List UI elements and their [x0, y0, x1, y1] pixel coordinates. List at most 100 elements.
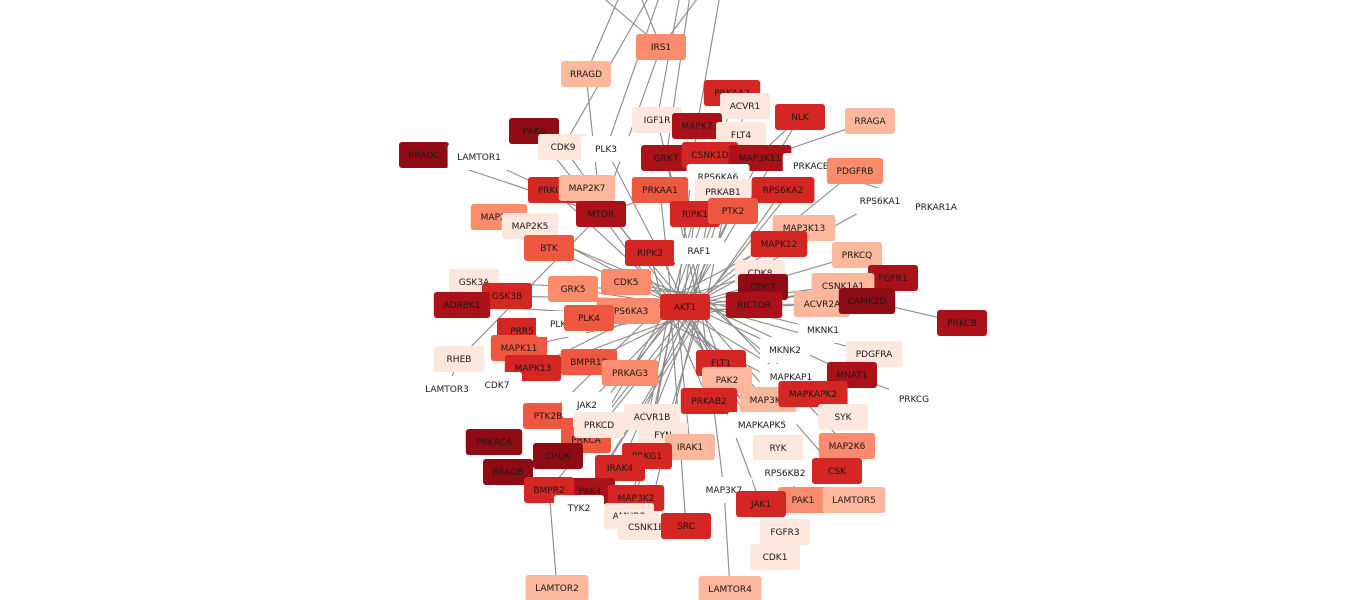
node-map2k7[interactable]: MAP2K7 — [558, 175, 616, 201]
node-map2k5[interactable]: MAP2K5 — [501, 213, 559, 239]
node-src[interactable]: SRC — [661, 513, 711, 539]
node-jak1[interactable]: JAK1 — [736, 491, 786, 517]
node-prkcb[interactable]: PRKCB — [937, 310, 987, 336]
node-rraga[interactable]: RRAGA — [845, 108, 895, 134]
node-cdk9[interactable]: CDK9 — [538, 134, 588, 160]
node-pak1[interactable]: PAK1 — [778, 487, 828, 513]
node-mtor[interactable]: MTOR — [576, 201, 626, 227]
node-pdgfrb[interactable]: PDGFRB — [826, 158, 884, 184]
node-prkag3[interactable]: PRKAG3 — [601, 360, 659, 386]
node-lamtor5[interactable]: LAMTOR5 — [822, 487, 886, 513]
node-rragc[interactable]: RRAGC — [399, 142, 449, 168]
node-label: LAMTOR3 — [425, 385, 469, 395]
node-rheb[interactable]: RHEB — [434, 346, 484, 372]
node-prkaca[interactable]: PRKACA — [465, 429, 523, 455]
node-nlk[interactable]: NLK — [775, 104, 825, 130]
node-prkacb[interactable]: PRKACB — [782, 153, 840, 179]
node-box — [581, 136, 631, 162]
node-label: MAP2K6 — [829, 442, 866, 452]
node-ripk1[interactable]: RIPK1 — [670, 201, 720, 227]
node-rps6kb2[interactable]: RPS6KB2 — [753, 460, 817, 486]
node-cdk5[interactable]: CDK5 — [601, 269, 651, 295]
node-mapk12[interactable]: MAPK12 — [750, 231, 808, 257]
node-pdgfra[interactable]: PDGFRA — [845, 341, 903, 367]
node-camk2d[interactable]: CAMK2D — [838, 288, 896, 314]
node-mknk2[interactable]: MKNK2 — [760, 337, 810, 363]
node-box — [415, 376, 479, 402]
node-box — [750, 544, 800, 570]
node-ryk[interactable]: RYK — [753, 435, 803, 461]
node-tyk2[interactable]: TYK2 — [554, 495, 604, 521]
node-cdk7[interactable]: CDK7 — [472, 372, 522, 398]
node-label: MNAT1 — [836, 371, 867, 381]
node-label: RRAGA — [854, 117, 886, 127]
node-rictor[interactable]: RICTOR — [725, 292, 783, 318]
node-btk[interactable]: BTK — [524, 235, 574, 261]
node-grk7[interactable]: GRK7 — [641, 145, 691, 171]
node-rragb[interactable]: RRAGB — [483, 459, 533, 485]
node-prkaa1[interactable]: PRKAA1 — [631, 177, 689, 203]
node-irs1[interactable]: IRS1 — [636, 34, 686, 60]
node-prkar1a[interactable]: PRKAR1A — [904, 194, 968, 220]
node-prkcq[interactable]: PRKCQ — [832, 242, 882, 268]
node-label: RRAGC — [408, 151, 439, 161]
node-label: IRS1 — [651, 43, 671, 53]
node-lamtor3[interactable]: LAMTOR3 — [415, 376, 479, 402]
node-label: RPS6KA6 — [698, 173, 739, 183]
node-rragd[interactable]: RRAGD — [561, 61, 611, 87]
node-raf1[interactable]: RAF1 — [674, 238, 724, 264]
edge-mnat1-core — [681, 294, 853, 376]
node-lamtor4[interactable]: LAMTOR4 — [698, 576, 762, 600]
node-ptk2b[interactable]: PTK2B — [523, 403, 573, 429]
node-cdk1[interactable]: CDK1 — [750, 544, 800, 570]
node-box — [465, 429, 523, 455]
node-prkcd[interactable]: PRKCD — [574, 412, 624, 438]
node-label: RPS6KB2 — [765, 469, 806, 479]
node-mapkapk5[interactable]: MAPKAPK5 — [727, 412, 797, 438]
node-jak2[interactable]: JAK2 — [562, 392, 612, 418]
node-lamtor1[interactable]: LAMTOR1 — [447, 144, 511, 170]
node-flt4[interactable]: FLT4 — [716, 122, 766, 148]
node-mapk7[interactable]: MAPK7 — [672, 113, 722, 139]
node-prkab2[interactable]: PRKAB2 — [680, 388, 738, 414]
node-box — [523, 403, 573, 429]
node-csk[interactable]: CSK — [812, 458, 862, 484]
node-acvr1[interactable]: ACVR1 — [720, 93, 770, 119]
node-label: PRKACA — [476, 438, 513, 448]
node-plk4[interactable]: PLK4 — [564, 305, 614, 331]
node-adrbk1[interactable]: ADRBK1 — [433, 292, 491, 318]
node-grk5[interactable]: GRK5 — [548, 276, 598, 302]
node-box — [595, 455, 645, 481]
node-fgfr1[interactable]: FGFR1 — [868, 265, 918, 291]
node-igf1r[interactable]: IGF1R — [632, 107, 682, 133]
node-box — [818, 404, 868, 430]
node-mapk11[interactable]: MAPK11 — [490, 335, 548, 361]
node-prkcg[interactable]: PRKCG — [889, 386, 939, 412]
node-map2k6[interactable]: MAP2K6 — [818, 433, 876, 459]
node-label: MAPK11 — [501, 344, 538, 354]
node-label: CSNK1A1 — [822, 282, 864, 292]
node-ripk2[interactable]: RIPK2 — [625, 240, 675, 266]
node-mknk1[interactable]: MKNK1 — [798, 317, 848, 343]
node-ptk2[interactable]: PTK2 — [708, 198, 758, 224]
node-csnk1d[interactable]: CSNK1D — [681, 142, 739, 168]
node-syk[interactable]: SYK — [818, 404, 868, 430]
node-plk3[interactable]: PLK3 — [581, 136, 631, 162]
node-acvr2a[interactable]: ACVR2A — [793, 291, 851, 317]
node-csnk1e[interactable]: CSNK1E — [617, 514, 675, 540]
node-pak2[interactable]: PAK2 — [702, 367, 752, 393]
node-box — [822, 487, 886, 513]
node-rps6ka2[interactable]: RPS6KA2 — [751, 177, 815, 203]
node-irak1[interactable]: IRAK1 — [665, 434, 715, 460]
node-label: LAMTOR5 — [832, 496, 876, 506]
node-irak4[interactable]: IRAK4 — [595, 455, 645, 481]
node-mapkapk2[interactable]: MAPKAPK2 — [778, 381, 848, 407]
node-gsk3b[interactable]: GSK3B — [482, 283, 532, 309]
node-label: RYK — [769, 444, 787, 454]
node-chuk[interactable]: CHUK — [533, 443, 583, 469]
node-akt1[interactable]: AKT1 — [660, 294, 710, 320]
node-rps6ka1[interactable]: RPS6KA1 — [848, 188, 912, 214]
node-fgfr3[interactable]: FGFR3 — [760, 519, 810, 545]
node-lamtor2[interactable]: LAMTOR2 — [525, 575, 589, 600]
